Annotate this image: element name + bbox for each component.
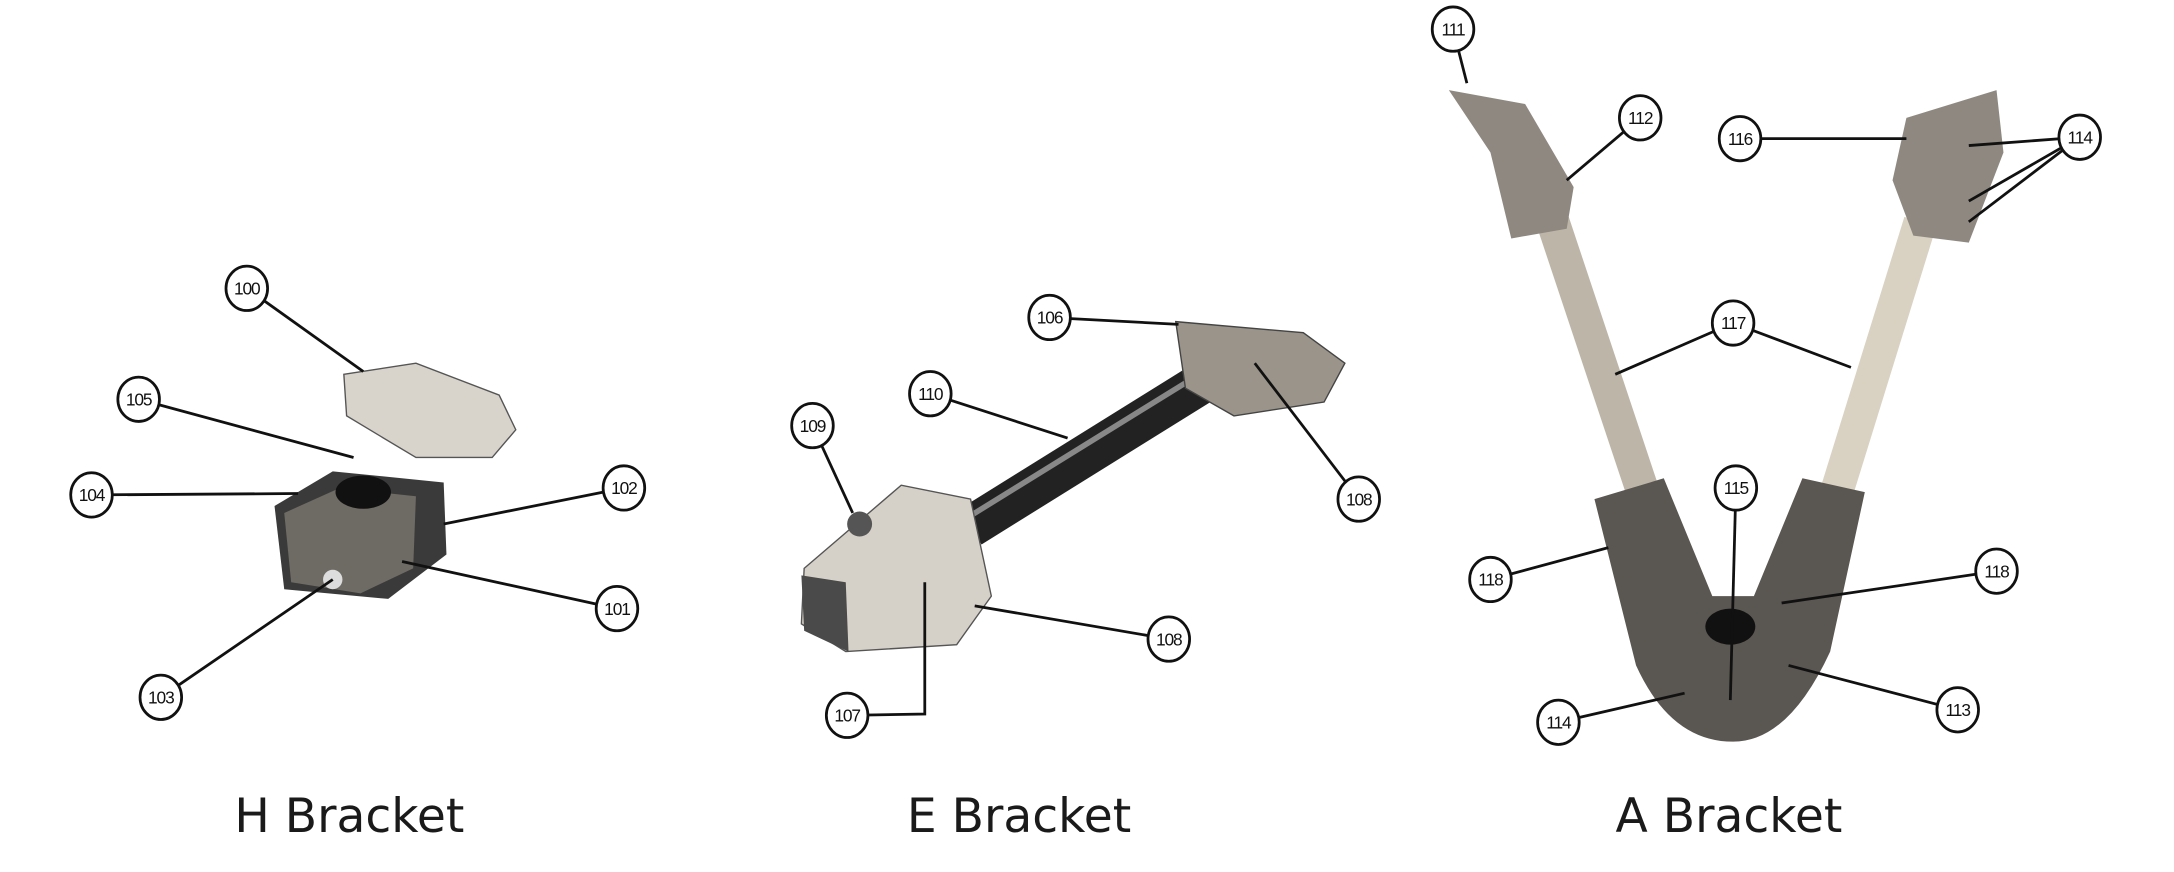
callout-a-113: 113 [1788,664,1980,734]
callout-number: 108 [1346,489,1372,509]
callout-layer: 100 105 104 102 101 103 106 110 109 108 108 107 111 1… [69,5,2102,746]
callout-bubble [1713,464,1759,512]
callout-bubble [116,375,161,423]
callout-bubble [1935,686,1980,734]
callout-number: 114 [1546,713,1572,733]
caption-a-bracket: A Bracket [1616,789,1843,844]
leader-line [974,604,1170,641]
callout-e-108: 108 [1253,362,1381,523]
callout-bubble [790,402,835,450]
callout-number: 110 [918,384,943,404]
callout-h-102: 102 [443,464,647,526]
callout-bubble [1027,293,1072,342]
callout-a-112: 112 [1565,94,1663,182]
callout-a-115: 115 [1713,464,1759,701]
callout-number: 104 [79,485,106,505]
leader-line [1967,136,2081,223]
leader-line [91,492,299,497]
callout-a-116: 116 [1717,115,1907,163]
h-bracket-illustration [274,362,517,599]
callout-number: 115 [1724,478,1749,498]
callout-a-117: 117 [1614,299,1852,376]
callout-h-105: 105 [116,375,354,459]
callout-number: 101 [604,599,630,619]
callout-a-114: 114 [1967,113,2102,223]
leader-line [443,486,625,526]
callout-bubble [1336,475,1381,523]
callout-number: 112 [1628,108,1653,128]
leader-line [245,287,365,373]
callout-number: 106 [1037,308,1063,328]
caption-h-bracket: H Bracket [234,789,464,844]
callout-number: 116 [1728,129,1753,149]
callout-bubble [1618,94,1663,142]
callout-number: 109 [800,416,826,436]
callout-number: 108 [1156,629,1182,649]
callout-a-111: 111 [1430,5,1476,84]
callout-number: 100 [234,279,260,299]
leader-line [1728,487,1738,701]
callout-number: 111 [1442,19,1465,39]
callout-number: 118 [1478,570,1503,590]
callout-bubble [1717,115,1763,163]
leader-line [1781,569,1997,605]
caption-e-bracket: E Bracket [907,789,1131,844]
leader-line [929,392,1069,440]
leader-line [847,582,927,717]
leader-line [138,397,354,459]
leader-line [401,560,618,610]
a-bracket-illustration [1448,90,2004,742]
callout-number: 113 [1946,700,1971,720]
callout-number: 105 [126,390,152,410]
callout-number: 117 [1721,313,1746,333]
callout-e-108: 108 [974,604,1191,663]
callout-bubble [1710,299,1756,347]
callout-number: 103 [148,688,174,708]
callout-bubble [138,673,184,721]
callout-h-101: 101 [401,560,640,633]
callout-bubble [1974,547,2019,595]
callout-a-114: 114 [1536,691,1685,746]
leader-line [1253,362,1360,500]
callout-e-106: 106 [1027,293,1179,342]
callout-bubble [601,464,647,512]
callout-number: 102 [611,478,637,498]
callout-bubble [1146,615,1191,663]
callout-bubble [1536,698,1581,746]
callout-number: 107 [834,706,860,726]
callout-h-100: 100 [224,264,365,373]
leader-line [1788,664,1959,712]
callout-a-118: 118 [1781,547,2019,605]
callout-h-104: 104 [69,471,299,519]
callout-bubble [594,585,640,633]
e-bracket-illustration [800,320,1346,653]
callout-e-109: 109 [790,402,854,514]
callout-bubble [908,370,953,418]
callout-number: 114 [2068,127,2094,147]
callout-bubble [824,691,870,739]
callout-bubble [69,471,114,519]
callout-a-118: 118 [1468,546,1609,604]
callout-bubble [2057,113,2102,161]
callout-bubble [224,264,269,312]
leader-line [160,578,334,699]
callout-number: 118 [1984,561,2009,581]
callout-bubble [1430,5,1476,53]
callout-bubble [1468,555,1513,604]
callout-e-107: 107 [824,582,927,739]
callout-h-103: 103 [138,578,334,721]
callout-e-110: 110 [908,370,1069,440]
